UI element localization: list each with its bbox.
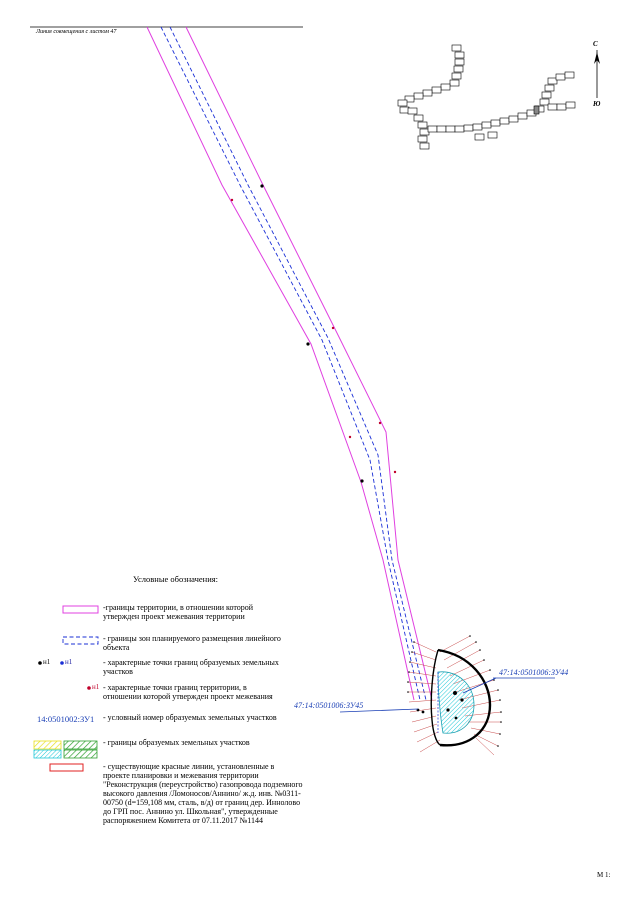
planned-zone-boundary — [160, 26, 427, 701]
scale-label: М 1: — [597, 871, 611, 879]
compass-north-label: С — [593, 40, 598, 48]
legend-item-zu-number: - условный номер образуемых земельных уч… — [103, 713, 277, 722]
boundary-points — [230, 184, 397, 483]
legend-title: Условные обозначения: — [133, 574, 219, 584]
legend-point-label-red: н1 — [92, 683, 100, 691]
legend-point-label-black: н1 — [43, 658, 51, 666]
legend-item-territory-points: - характерные точки границ территории, в… — [103, 683, 273, 701]
legend-symbols — [33, 605, 99, 772]
legend-point-label-blue: н1 — [65, 658, 73, 666]
parcel-label-zu45: 47:14:0501006:ЗУ45 — [294, 701, 364, 710]
territory-boundary — [146, 26, 433, 701]
legend-zu-sample: 14:0501002:ЗУ1 — [37, 714, 95, 724]
key-map — [397, 44, 576, 150]
legend-zone-swatch — [62, 636, 99, 645]
parcel-label-zu44: 47:14:0501006:ЗУ44 — [499, 668, 569, 677]
north-arrow-icon — [594, 50, 600, 98]
legend-item-zone: - границы зон планируемого размещения ли… — [103, 634, 281, 652]
legend-item-territory: -границы территории, в отношении которой… — [103, 603, 254, 621]
legend-item-parcel-points: - характерные точки границ образуемых зе… — [103, 658, 279, 676]
sheet-join-label: Линия совмещения с листом 47 — [36, 29, 117, 35]
legend-item-parcel-boundaries: - границы образуемых земельных участков — [103, 738, 250, 747]
compass-south-label: Ю — [593, 100, 601, 108]
legend-red-line-swatch — [49, 763, 84, 772]
parcel-cluster — [339, 635, 555, 756]
legend-item-red-lines: - существующие красные линии, установлен… — [103, 762, 303, 825]
legend-territory-swatch — [62, 605, 99, 614]
